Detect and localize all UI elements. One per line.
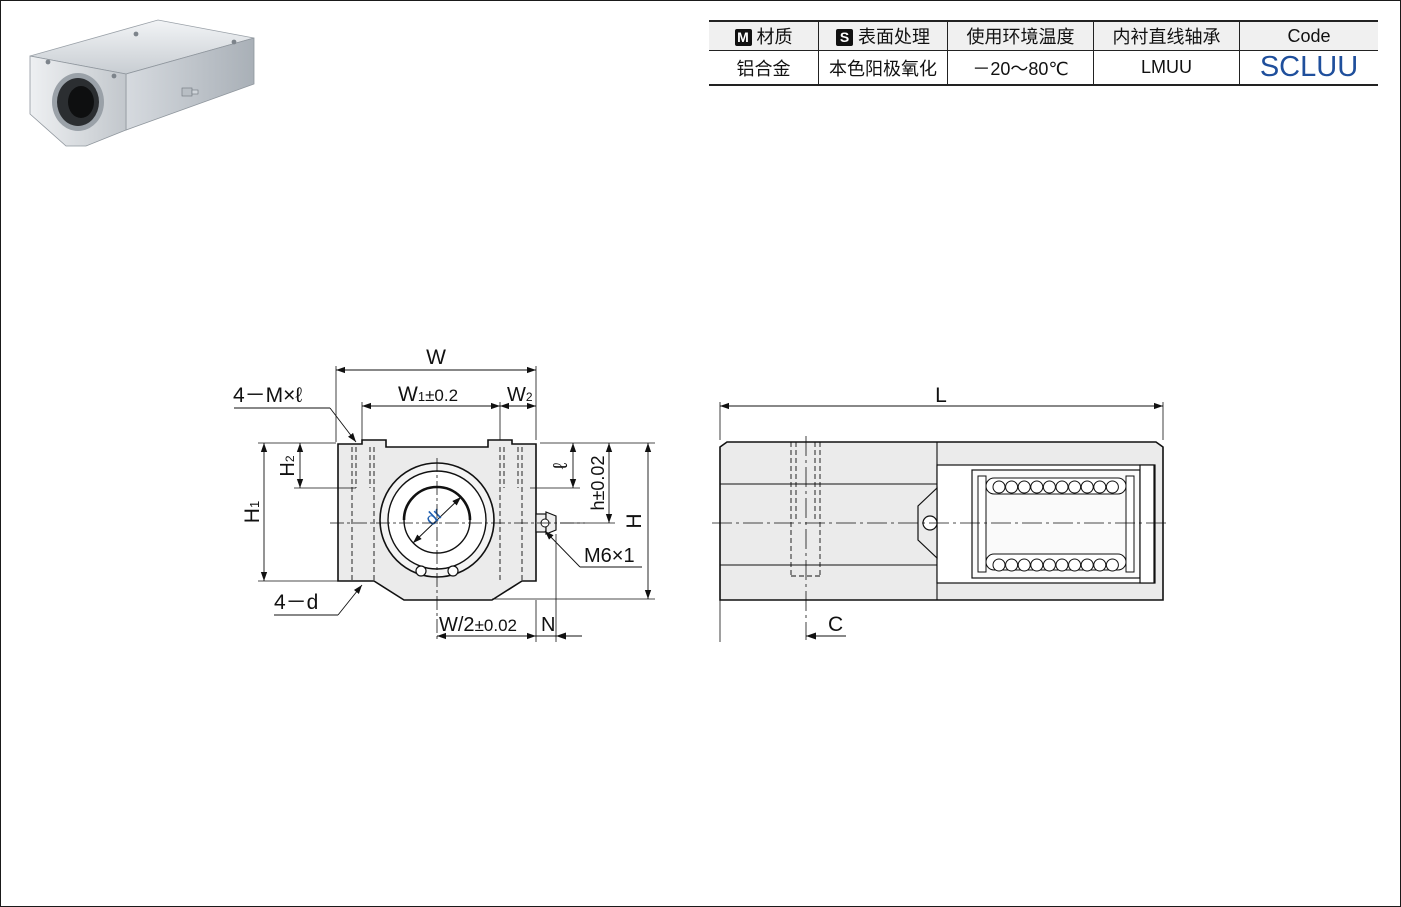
header-surface-label: 表面处理 [858,27,930,47]
side-centerlines [712,436,1170,640]
grease-callout: M6×1 [584,545,635,567]
bearing-ball [1093,558,1107,572]
dim-W: W [426,346,446,369]
bearing-ball [1093,480,1107,494]
value-bearing: LMUU [1093,50,1240,85]
bearing-ball [1068,480,1082,494]
bearing-ball [1030,480,1044,494]
bearing-ball [1080,480,1094,494]
bearing-ball [1017,558,1031,572]
product-photo [29,19,255,147]
bearing-ball [1005,558,1019,572]
dim-half-W: W/2±0.02 [439,614,517,636]
bearing-ball [992,558,1006,572]
front-extension-lines [258,366,655,642]
header-code: Code [1239,21,1378,51]
side-hidden-holes [790,442,821,577]
header-temperature: 使用环境温度 [947,21,1094,51]
value-surface: 本色阳极氧化 [818,50,948,85]
bearing-ball [1042,558,1056,572]
surface-badge-icon: S [836,29,853,46]
screw-callout: 4－M×ℓ [233,384,302,407]
side-view: L C [712,384,1170,642]
bearing-ball [992,480,1006,494]
front-hidden-holes [351,447,523,581]
value-material: 铝合金 [709,50,819,85]
bearing-ball [1068,558,1082,572]
dim-N: N [541,614,555,636]
spec-value-row: 铝合金 本色阳极氧化 －20～80℃ LMUU SCLUU [709,50,1378,85]
header-bearing: 内衬直线轴承 [1093,21,1240,51]
ball-row-top [992,480,1119,494]
dim-W1: W1±0.2 [398,383,458,406]
dim-H2: H2 [277,455,299,476]
front-view: dr W [233,346,655,642]
bearing-ball [1055,480,1069,494]
bearing-ball [1042,480,1056,494]
ball-row-bottom [992,558,1119,572]
dim-C: C [828,613,843,636]
bearing-ball [1017,480,1031,494]
bearing-ball [1105,480,1119,494]
header-surface: S 表面处理 [818,21,948,51]
value-code: SCLUU [1239,50,1378,85]
value-temperature: －20～80℃ [947,50,1094,85]
dim-H: H [623,513,646,528]
dim-h: h±0.02 [588,456,608,511]
header-material-label: 材质 [756,27,793,47]
front-centerlines [330,458,585,640]
dim-L: L [935,384,947,407]
dim-W2: W2 [507,384,533,406]
bearing-ball [1055,558,1069,572]
material-badge-icon: M [734,29,752,46]
dim-H1: H1 [241,501,264,523]
holes-callout: 4－d [274,591,318,614]
bearing-ball [1080,558,1094,572]
dim-ell: ℓ [550,462,572,469]
bearing-ball [1105,558,1119,572]
bearing-ball [1005,480,1019,494]
bearing-ball [1030,558,1044,572]
